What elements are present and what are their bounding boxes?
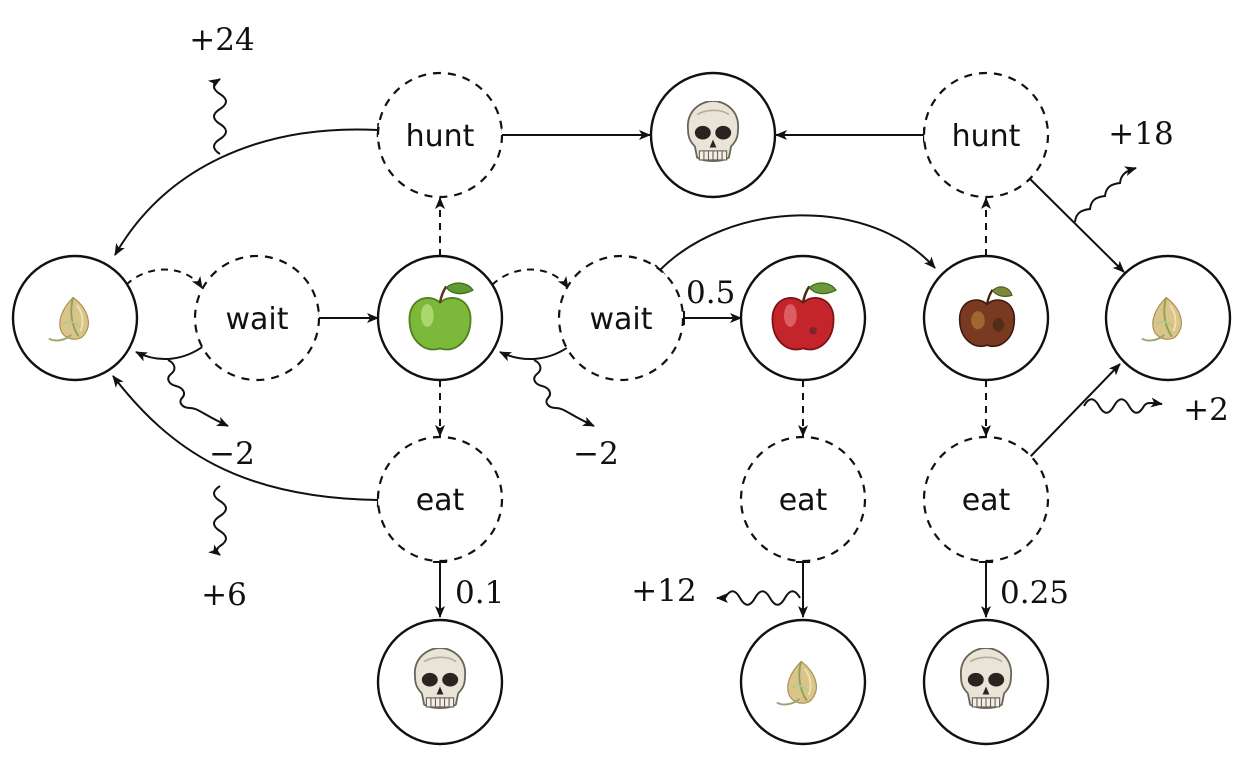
edge-hunt-left-to-seed (114, 122, 380, 256)
probability-labels: 0.5 0.1 0.25 (455, 275, 1069, 611)
edge-wait-mid-to-green (499, 338, 576, 362)
edge-eat-left-to-seed (112, 375, 380, 508)
squiggle-wait-mid (533, 359, 595, 427)
action-label: hunt (406, 119, 475, 154)
action-label: eat (779, 483, 828, 518)
state-red-apple[interactable] (739, 254, 867, 382)
prob-eat-left-to-skull: 0.1 (455, 575, 504, 611)
action-wait-mid[interactable]: wait (557, 254, 685, 382)
state-rotten-apple[interactable] (922, 254, 1050, 382)
reward-eat-left: +6 (201, 577, 247, 613)
action-label: eat (962, 483, 1011, 518)
state-skull-bottom-left[interactable] (376, 618, 504, 746)
action-label: eat (416, 483, 465, 518)
action-label: wait (225, 302, 288, 337)
edge-wait-mid-to-rotten (654, 214, 936, 276)
edge-wait-left-to-seed (135, 338, 210, 362)
state-green-apple[interactable] (376, 254, 504, 382)
reward-wait-left: −2 (209, 436, 255, 472)
state-nodes (11, 71, 1232, 746)
action-nodes: hunt hunt wait wait eat eat eat (193, 71, 1050, 563)
state-skull-top[interactable] (649, 71, 777, 199)
squiggle-eat-left (208, 485, 227, 556)
reward-hunt-left: +24 (189, 22, 254, 58)
edge-seed-to-wait-left (125, 268, 203, 289)
skull-icon (413, 648, 467, 709)
reward-wait-mid: −2 (573, 436, 619, 472)
reward-labels: +24 +18 −2 −2 +6 +12 +2 (189, 22, 1229, 613)
edge-green-to-wait-mid (491, 268, 569, 289)
prob-eat-right-to-skull: 0.25 (1000, 575, 1069, 611)
squiggle-wait-left (167, 359, 229, 427)
reward-eat-mid: +12 (631, 573, 696, 609)
prob-wait-mid-to-red: 0.5 (686, 275, 735, 311)
reward-eat-right: +2 (1183, 392, 1229, 428)
squiggle-eat-right (1083, 397, 1163, 414)
reward-squiggles (167, 78, 1163, 606)
skull-icon (959, 648, 1013, 709)
edge-eat-right-to-seed (1023, 363, 1121, 464)
state-seed-bottom[interactable] (739, 618, 867, 746)
action-label: wait (589, 302, 652, 337)
state-seed-right[interactable] (1104, 254, 1232, 382)
action-hunt-right[interactable]: hunt (922, 71, 1050, 199)
state-skull-bottom-right[interactable] (922, 618, 1050, 746)
action-hunt-left[interactable]: hunt (376, 71, 504, 199)
edges (112, 122, 1125, 618)
action-wait-left[interactable]: wait (193, 254, 321, 382)
reward-hunt-right: +18 (1108, 116, 1173, 152)
squiggle-eat-mid (716, 590, 801, 606)
state-seed-left[interactable] (11, 254, 139, 382)
action-label: hunt (952, 119, 1021, 154)
action-eat-mid[interactable]: eat (739, 435, 867, 563)
action-eat-right[interactable]: eat (922, 435, 1050, 563)
squiggle-hunt-left (208, 78, 227, 155)
squiggle-hunt-right (1074, 166, 1137, 223)
edge-hunt-right-to-seed (1023, 172, 1125, 273)
action-eat-left[interactable]: eat (376, 435, 504, 563)
skull-icon (686, 101, 740, 162)
